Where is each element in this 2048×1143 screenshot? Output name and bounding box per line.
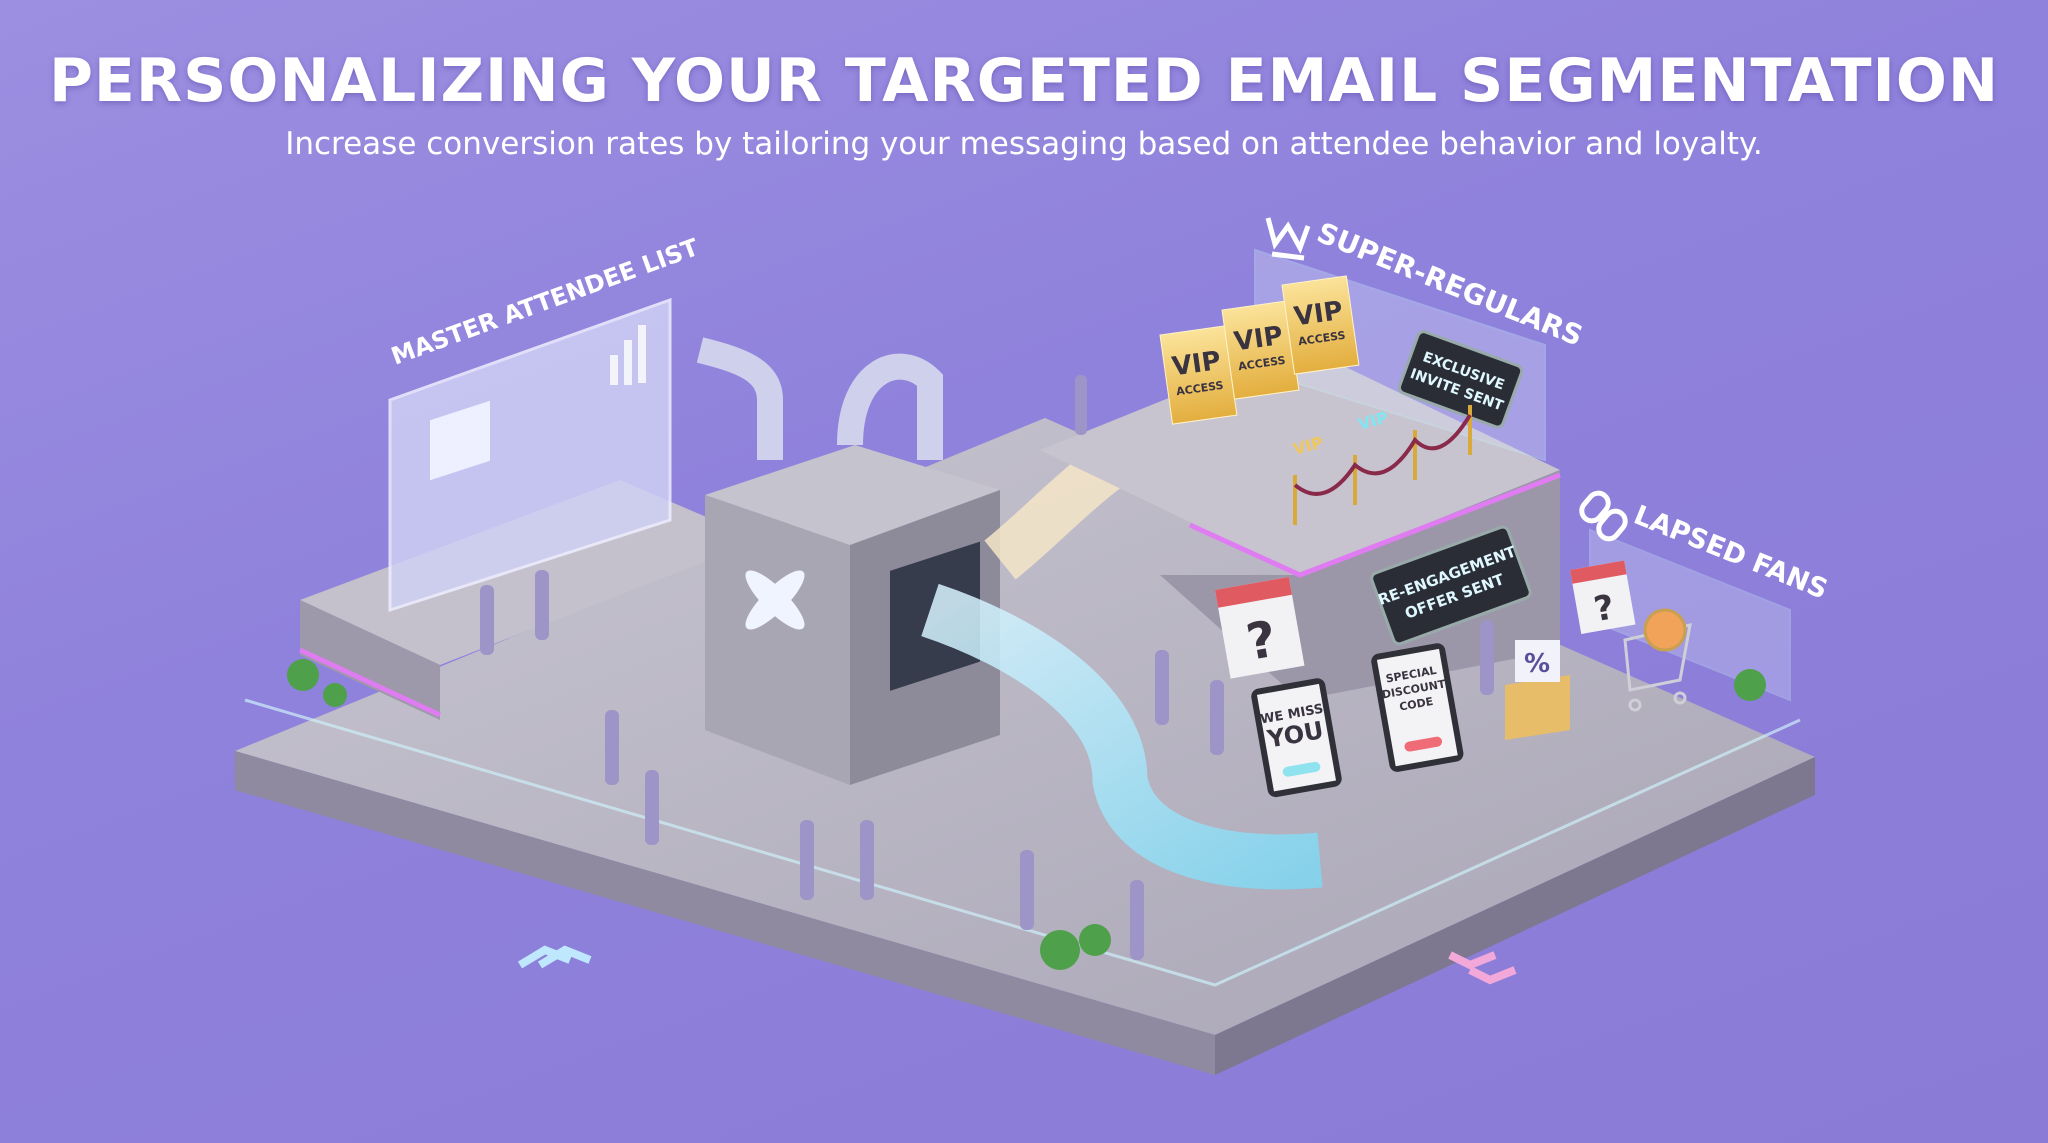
base-platform	[235, 418, 1815, 1075]
pipe	[837, 353, 943, 460]
conveyor-belt	[921, 583, 1323, 890]
attendee-figures	[480, 375, 1494, 960]
pipe	[696, 337, 783, 460]
broken-link-icon	[1579, 490, 1628, 542]
special-discount-tablet: SPECIAL DISCOUNT CODE	[1371, 643, 1464, 772]
shopping-cart-icon	[1623, 608, 1692, 712]
calendar-icon: ?	[1570, 560, 1636, 635]
x-logo-icon	[745, 570, 805, 630]
vip-access-card: VIP ACCESS	[1281, 275, 1360, 375]
segmentation-machine	[696, 337, 1000, 785]
calendar-icon: ?	[1215, 576, 1305, 679]
discount-envelope-icon: %	[1505, 640, 1570, 740]
vip-access-card: VIP ACCESS	[1159, 325, 1238, 425]
profile-icon	[430, 400, 490, 481]
plant-icons	[287, 659, 1766, 970]
page-title: PERSONALIZING YOUR TARGETED EMAIL SEGMEN…	[48, 46, 2000, 116]
floor-arrows	[517, 945, 1517, 985]
svg-text:%: %	[1524, 649, 1550, 679]
bar-chart-icon	[610, 325, 646, 385]
vip-access-card: VIP ACCESS	[1221, 300, 1300, 400]
exclusive-invite-sign: EXCLUSIVE INVITE SENT	[1397, 330, 1524, 429]
lapsed-fans-area: LAPSED FANS RE-ENGAGEMENT OFFER SENT ? ?…	[1215, 490, 1832, 798]
svg-text:VIP: VIP	[1292, 296, 1345, 333]
we-miss-you-tablet: WE MISS YOU	[1251, 678, 1342, 798]
svg-text:VIP: VIP	[1232, 321, 1285, 358]
re-engagement-sign: RE-ENGAGEMENT OFFER SENT	[1370, 525, 1532, 646]
svg-text:VIP: VIP	[1170, 346, 1223, 383]
page-subtitle: Increase conversion rates by tailoring y…	[285, 126, 1763, 162]
velvet-rope	[1293, 405, 1472, 525]
crown-icon	[1265, 217, 1311, 261]
svg-text:CODE: CODE	[1398, 695, 1434, 714]
attendee-dashboard-screen	[388, 297, 672, 613]
